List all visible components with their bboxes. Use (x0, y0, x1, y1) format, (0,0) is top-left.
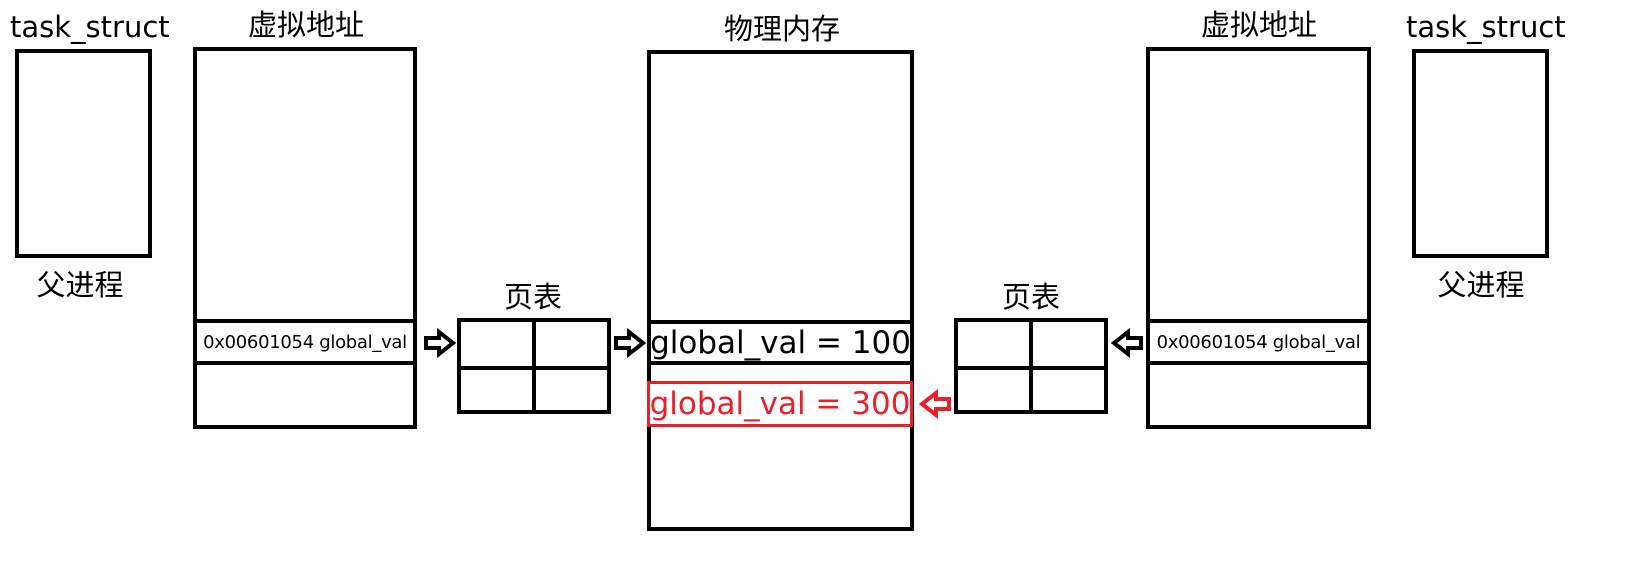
right-virtual-address-box: 0x00601054 global_val (1146, 47, 1371, 429)
left-virtual-address-divider-top (193, 319, 417, 323)
right-arrow-to-page-table-icon (1110, 327, 1143, 359)
right-task-struct-box (1412, 49, 1549, 258)
left-virtual-address-title: 虚拟地址 (247, 8, 364, 42)
left-task-struct-label: task_struct (10, 10, 170, 44)
red-arrow-to-memory-icon (918, 388, 951, 420)
right-virtual-address-divider-bottom (1146, 361, 1371, 365)
right-address-entry: 0x00601054 global_val (1156, 331, 1361, 353)
left-page-table-row-divider (457, 366, 611, 370)
right-process-label: 父进程 (1437, 268, 1525, 302)
memory-entry-100: global_val = 100 (650, 324, 911, 361)
right-virtual-address-divider-top (1146, 319, 1371, 323)
physical-memory-divider-top (647, 320, 914, 324)
left-virtual-address-divider-bottom (193, 361, 417, 365)
left-task-struct-box (15, 49, 152, 258)
memory-entry-300-box: global_val = 300 (647, 381, 913, 427)
left-virtual-address-box: 0x00601054 global_val (193, 47, 417, 429)
left-process-label: 父进程 (36, 268, 124, 302)
left-arrow-to-page-table-icon (424, 327, 457, 359)
left-address-entry: 0x00601054 global_val (203, 331, 407, 353)
physical-memory-title: 物理内存 (723, 12, 840, 46)
right-page-table-title: 页表 (1001, 280, 1060, 314)
right-page-table-box (954, 318, 1108, 414)
left-page-table-title: 页表 (503, 280, 562, 314)
memory-entry-300: global_val = 300 (649, 386, 911, 422)
physical-memory-divider-bottom (647, 361, 914, 365)
left-page-table-box (457, 318, 611, 414)
right-task-struct-label: task_struct (1406, 10, 1566, 44)
right-virtual-address-title: 虚拟地址 (1200, 8, 1317, 42)
right-page-table-row-divider (954, 366, 1108, 370)
physical-memory-box: global_val = 100 (647, 50, 914, 531)
left-arrow-to-memory-icon (614, 327, 647, 359)
